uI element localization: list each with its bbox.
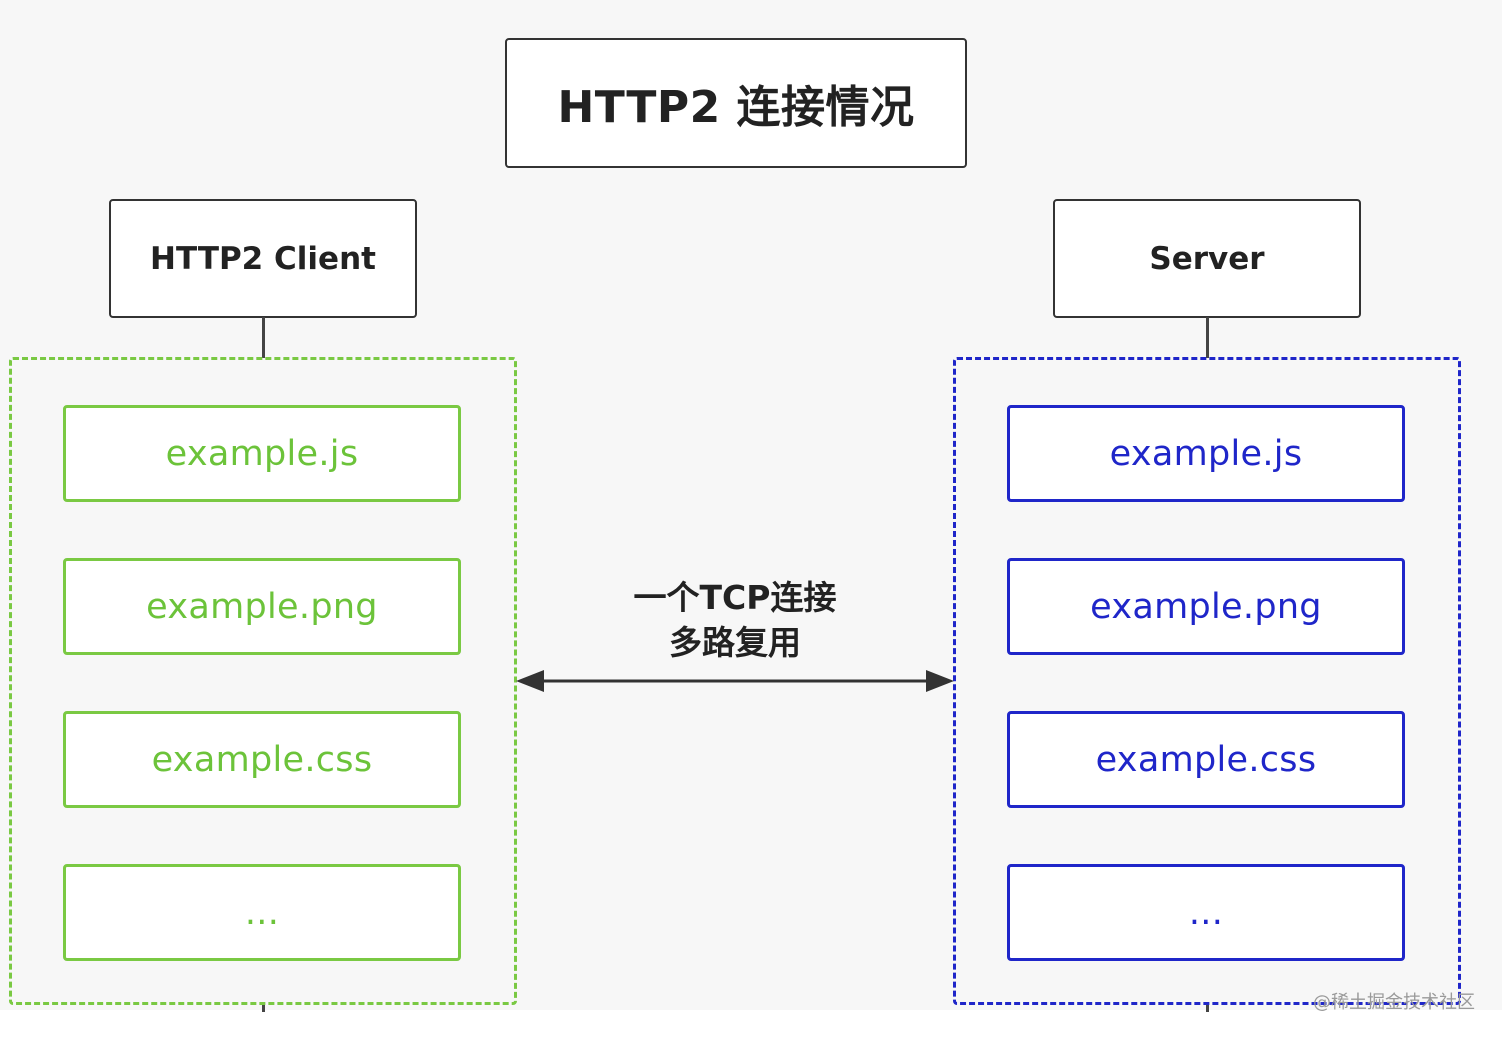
canvas-bottom-strip [0,1010,1502,1038]
connection-label-line2: 多路复用 [669,623,801,662]
client-node: HTTP2 Client [109,199,417,318]
server-file-js: example.js [1007,405,1405,502]
server-file-more: ... [1007,864,1405,961]
client-resource-group [9,357,517,1005]
client-file-js: example.js [63,405,461,502]
server-file-css: example.css [1007,711,1405,808]
server-node: Server [1053,199,1361,318]
server-file-png: example.png [1007,558,1405,655]
server-resource-group [953,357,1461,1005]
arrowhead-left [516,670,544,692]
diagram-title: HTTP2 连接情况 [505,38,967,168]
server-connector [1206,317,1209,358]
server-connector-tail [1206,1004,1209,1012]
client-file-png: example.png [63,558,461,655]
client-file-more: ... [63,864,461,961]
watermark: @稀土掘金技术社区 [1313,992,1475,1013]
client-connector [262,317,265,358]
arrowhead-right [926,670,954,692]
client-connector-tail [262,1004,265,1012]
client-file-css: example.css [63,711,461,808]
connection-label-line1: 一个TCP连接 [633,578,837,617]
